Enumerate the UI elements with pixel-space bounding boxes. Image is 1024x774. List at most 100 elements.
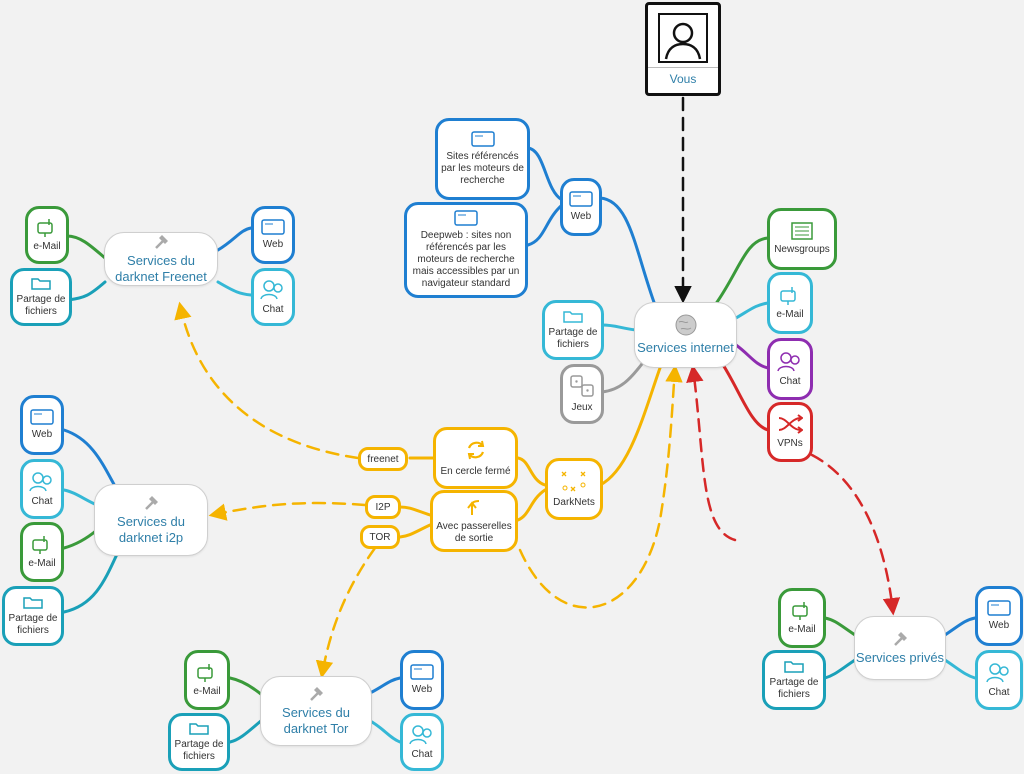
chat-users-icon: [260, 280, 283, 300]
i2p-partage-label: Partage de fichiers: [8, 613, 58, 636]
freenet-partage[interactable]: Partage de fichiers: [10, 268, 72, 326]
mailbox-icon: [792, 602, 808, 620]
freenet-chat[interactable]: Chat: [251, 268, 295, 326]
link-internet-darknets: [598, 366, 662, 487]
freenet-web[interactable]: Web: [251, 206, 295, 264]
pill-freenet-label: freenet: [367, 453, 399, 465]
link-passerelles-i2p: [398, 505, 432, 517]
folder-icon: [23, 597, 43, 609]
internet-newsgroups[interactable]: Newsgroups: [767, 208, 837, 270]
hammer-icon: [894, 632, 907, 646]
pill-tor[interactable]: TOR: [360, 525, 400, 549]
internet-jeux[interactable]: Jeux: [560, 364, 604, 424]
darknets-node[interactable]: DarkNets: [545, 458, 603, 520]
tor-partage[interactable]: Partage de fichiers: [168, 713, 230, 771]
link-passerelles-tor: [398, 523, 432, 539]
webpage-icon: [454, 210, 478, 226]
arrow-i2p-hub: [208, 501, 367, 521]
prives-partage[interactable]: Partage de fichiers: [762, 650, 826, 710]
globe-icon: [675, 314, 696, 336]
prives-partage-label: Partage de fichiers: [769, 677, 819, 700]
mailbox-icon: [780, 287, 796, 305]
dice-icon: [570, 375, 594, 397]
passerelles-node[interactable]: Avec passerelles de sortie: [430, 490, 518, 552]
tor-partage-label: Partage de fichiers: [174, 739, 224, 762]
newspaper-icon: [791, 222, 813, 240]
mailbox-icon: [32, 536, 48, 554]
internet-web[interactable]: Web: [560, 178, 602, 236]
freenet-partage-label: Partage de fichiers: [16, 294, 66, 317]
webpage-icon: [30, 409, 54, 425]
pill-freenet[interactable]: freenet: [358, 447, 408, 471]
prives-chat-label: Chat: [988, 687, 1010, 698]
internet-email[interactable]: e-Mail: [767, 272, 813, 334]
prives-email[interactable]: e-Mail: [778, 588, 826, 648]
vpns-label: VPNs: [777, 438, 803, 449]
internet-sites-references[interactable]: Sites référencés par les moteurs de rech…: [435, 118, 530, 200]
hub-prives-label: Services privés: [855, 650, 945, 665]
hub-freenet-label: Services du darknet Freenet: [115, 253, 207, 284]
internet-jeux-label: Jeux: [571, 402, 593, 413]
hub-tor[interactable]: Services du darknet Tor: [260, 676, 372, 746]
hub-services-internet[interactable]: Services internet: [634, 302, 737, 368]
prives-email-label: e-Mail: [788, 624, 816, 635]
i2p-partage[interactable]: Partage de fichiers: [2, 586, 64, 646]
vous-node[interactable]: Vous: [645, 2, 721, 96]
internet-email-label: e-Mail: [776, 309, 804, 320]
folder-icon: [563, 311, 583, 323]
cercle-ferme-node[interactable]: En cercle fermé: [433, 427, 518, 489]
i2p-email[interactable]: e-Mail: [20, 522, 64, 582]
webpage-icon: [261, 219, 285, 235]
chat-users-icon: [986, 663, 1009, 683]
i2p-chat[interactable]: Chat: [20, 459, 64, 519]
chat-users-icon: [409, 725, 432, 745]
hub-prives[interactable]: Services privés: [854, 616, 946, 680]
internet-chat[interactable]: Chat: [767, 338, 813, 400]
link-web-deepweb: [526, 203, 564, 247]
internet-web-label: Web: [570, 211, 592, 222]
newsgroups-label: Newsgroups: [774, 244, 830, 255]
chat-users-icon: [29, 472, 52, 492]
folder-icon: [784, 661, 804, 673]
internet-partage[interactable]: Partage de fichiers: [542, 300, 604, 360]
pill-tor-label: TOR: [369, 531, 391, 543]
hub-tor-label: Services du darknet Tor: [282, 705, 350, 736]
i2p-web[interactable]: Web: [20, 395, 64, 455]
vous-label: Vous: [669, 72, 697, 86]
tor-web-label: Web: [411, 684, 433, 695]
tor-chat[interactable]: Chat: [400, 713, 444, 771]
prives-web[interactable]: Web: [975, 586, 1023, 646]
arrow-passerelles-internet: [518, 364, 683, 609]
crossing-arrows-icon: [778, 414, 803, 434]
webpage-icon: [569, 191, 593, 207]
arrow-vpns-prives: [810, 453, 901, 616]
exit-arrow-icon: [467, 500, 480, 515]
tor-email-label: e-Mail: [193, 686, 221, 697]
hub-freenet[interactable]: Services du darknet Freenet: [104, 232, 218, 286]
freenet-email[interactable]: e-Mail: [25, 206, 69, 264]
folder-icon: [189, 723, 209, 735]
vous-divider: [648, 67, 718, 68]
pill-i2p-label: I2P: [375, 501, 391, 513]
internet-vpns[interactable]: VPNs: [767, 402, 813, 462]
internet-deepweb[interactable]: Deepweb : sites non référencés par les m…: [404, 202, 528, 298]
chat-users-icon: [777, 352, 800, 372]
link-darknets-cercle: [516, 456, 547, 487]
refresh-cycle-icon: [467, 440, 484, 460]
freenet-web-label: Web: [262, 239, 284, 250]
webpage-icon: [470, 131, 495, 147]
arrow-tor-hub: [315, 546, 377, 679]
link-internet-web: [598, 196, 657, 307]
cercle-ferme-label: En cercle fermé: [440, 466, 511, 477]
tor-web[interactable]: Web: [400, 650, 444, 710]
pill-i2p[interactable]: I2P: [365, 495, 401, 519]
tor-email[interactable]: e-Mail: [184, 650, 230, 710]
hub-i2p[interactable]: Services du darknet i2p: [94, 484, 208, 556]
scattered-nodes-icon: [561, 471, 586, 492]
darknets-label: DarkNets: [553, 497, 595, 508]
passerelles-label: Avec passerelles de sortie: [436, 521, 512, 544]
prives-chat[interactable]: Chat: [975, 650, 1023, 710]
folder-icon: [31, 278, 51, 290]
